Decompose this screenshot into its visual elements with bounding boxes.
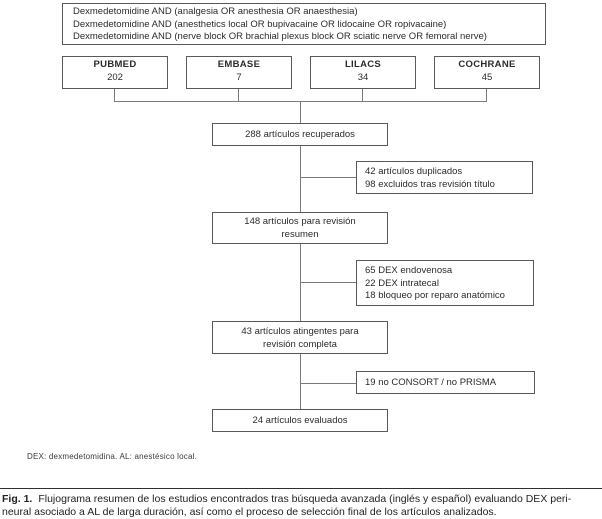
search-strategy-box: Dexmedetomidine AND (analgesia OR anesth…	[62, 3, 546, 45]
database-name: LILACS	[344, 59, 382, 70]
connector-line	[238, 89, 239, 101]
database-box-lilacs: LILACS 34	[310, 56, 416, 89]
connector-line	[301, 177, 356, 178]
figure-caption: Fig. 1. Flujograma resumen de los estudio…	[2, 493, 600, 519]
database-box-cochrane: COCHRANE 45	[434, 56, 540, 89]
search-strategy-line: Dexmedetomidine AND (anesthetics local O…	[73, 18, 447, 30]
connector-line	[301, 282, 356, 283]
flow-box-abstract-review: 148 artículos para revisión resumen	[212, 212, 388, 244]
caption-line: Fig. 1. Flujograma resumen de los estudio…	[2, 493, 600, 506]
flow-box-text: 24 artículos evaluados	[252, 415, 348, 426]
figure-label: Fig. 1.	[2, 493, 33, 505]
connector-line	[300, 101, 301, 123]
flow-box-text: 148 artículos para revisión	[244, 216, 356, 227]
database-count: 45	[481, 71, 493, 83]
database-count: 7	[236, 71, 242, 83]
connector-line	[301, 383, 356, 384]
database-count: 34	[357, 71, 369, 83]
database-name: PUBMED	[93, 59, 137, 70]
exclusion-line: 22 DEX intratecal	[365, 277, 439, 289]
exclusion-line: 42 artículos duplicados	[365, 166, 463, 177]
flow-box-text: resumen	[281, 228, 319, 240]
flow-box-retrieved: 288 artículos recuperados	[212, 123, 388, 146]
search-strategy-line: Dexmedetomidine AND (nerve block OR brac…	[73, 31, 487, 42]
exclusion-box-no-consort-prisma: 19 no CONSORT / no PRISMA	[356, 371, 535, 394]
database-name: COCHRANE	[458, 59, 516, 70]
caption-text: Flujograma resumen de los estudios encon…	[38, 493, 572, 505]
database-name: EMBASE	[217, 59, 261, 70]
exclusion-line: 18 bloqueo por reparo anatómico	[365, 290, 505, 301]
connector-line	[362, 89, 363, 101]
database-box-pubmed: PUBMED 202	[62, 56, 168, 89]
connector-line	[300, 146, 301, 212]
connector-line	[300, 354, 301, 409]
exclusion-box-dex-routes: 65 DEX endovenosa 22 DEX intratecal 18 b…	[356, 260, 534, 306]
connector-line	[486, 89, 487, 101]
connector-line	[114, 89, 115, 101]
database-count: 202	[107, 71, 123, 83]
search-strategy-line: Dexmedetomidine AND (analgesia OR anesth…	[73, 6, 358, 17]
exclusion-box-duplicates-title: 42 artículos duplicados 98 excluidos tra…	[356, 161, 533, 194]
database-box-embase: EMBASE 7	[186, 56, 292, 89]
flow-box-text: 43 artículos atingentes para	[241, 326, 359, 337]
connector-line	[300, 244, 301, 321]
caption-line: neural asociado a AL de larga duración, …	[2, 506, 497, 518]
exclusion-line: 98 excluidos tras revisión título	[365, 178, 495, 190]
exclusion-line: 65 DEX endovenosa	[365, 265, 453, 276]
flow-box-evaluated: 24 artículos evaluados	[212, 409, 388, 432]
flow-box-text: revisión completa	[263, 338, 337, 350]
caption-divider	[0, 488, 602, 489]
exclusion-line: 19 no CONSORT / no PRISMA	[365, 377, 497, 388]
flow-box-text: 288 artículos recuperados	[245, 129, 355, 140]
flow-box-full-review: 43 artículos atingentes para revisión co…	[212, 321, 388, 354]
abbreviations-footnote: DEX: dexmedetomidina. AL: anestésico loc…	[27, 452, 198, 461]
